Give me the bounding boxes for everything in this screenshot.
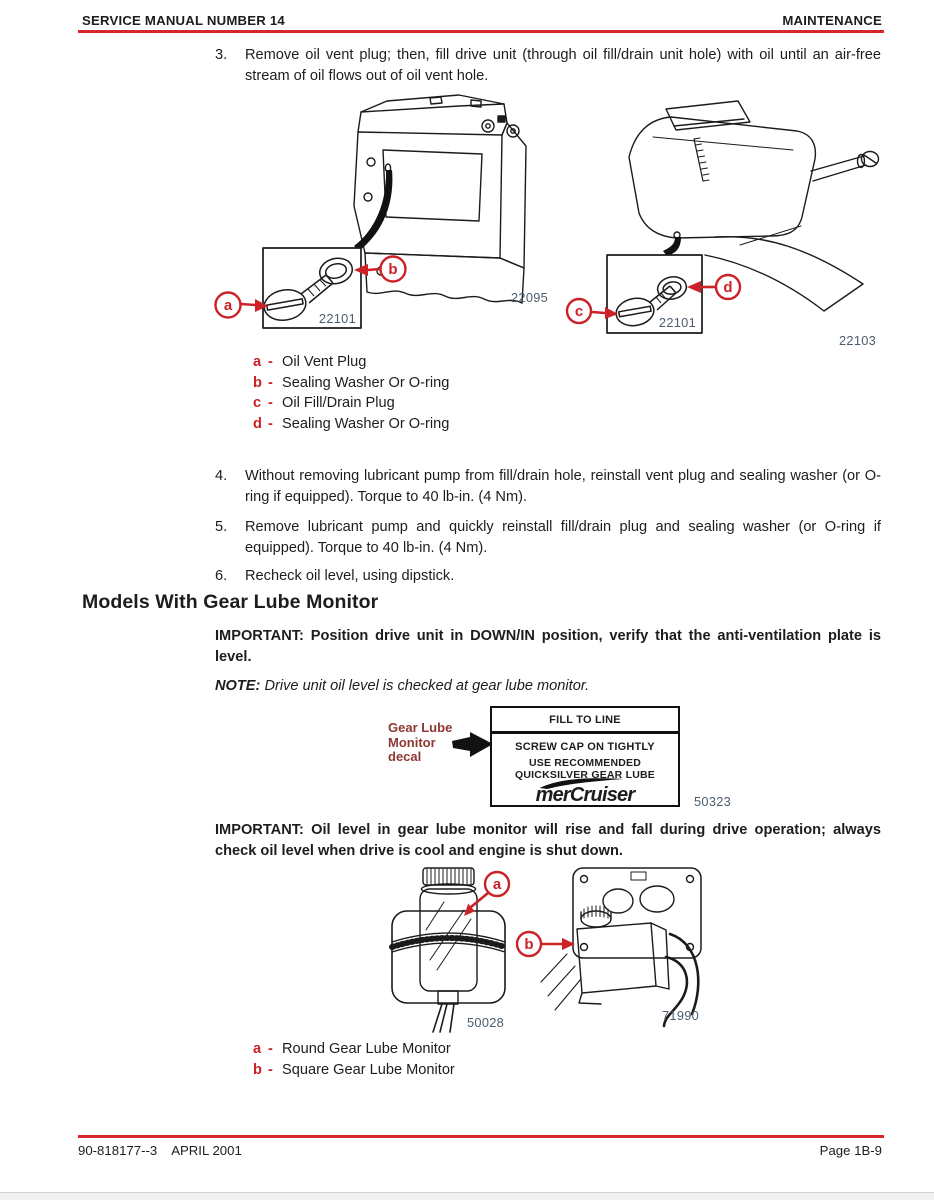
leader-line <box>663 237 681 256</box>
figure-number: 22095 <box>511 290 548 305</box>
footer-doc-number: 90-818177--3 <box>78 1143 158 1158</box>
decal-pointer-arrow-icon <box>452 732 493 757</box>
figure-number-inset: 22101 <box>319 311 356 326</box>
callout-b-badge: b <box>354 255 407 283</box>
note: NOTE: Drive unit oil level is checked at… <box>215 676 881 697</box>
legend-item: d-Sealing Washer Or O-ring <box>253 416 450 433</box>
decal-divider <box>492 731 678 734</box>
legend-item: a-Round Gear Lube Monitor <box>253 1041 451 1057</box>
step-5: 5. Remove lubricant pump and quickly rei… <box>215 519 881 556</box>
figure-number: 71990 <box>662 1008 699 1023</box>
callout-a-badge: a <box>214 291 268 319</box>
section-heading: Models With Gear Lube Monitor <box>82 591 379 613</box>
callout-a-badge: a <box>464 870 511 916</box>
important-note-1: IMPORTANT: Position drive unit in DOWN/I… <box>215 628 881 665</box>
legend-plugs: a-Oil Vent Plug b-Sealing Washer Or O-ri… <box>253 352 449 435</box>
legend-item: b-Sealing Washer Or O-ring <box>253 374 450 391</box>
legend-item: c-Oil Fill/Drain Plug <box>253 395 395 412</box>
logo-wave-icon <box>539 778 624 789</box>
decal-fill-line: FILL TO LINE <box>549 714 621 726</box>
viewport-bottom-edge <box>0 1192 934 1200</box>
svg-text:c: c <box>575 303 583 320</box>
mercruiser-logo: merCruiser <box>492 778 678 807</box>
step-4: 4. Without removing lubricant pump from … <box>215 468 881 505</box>
svg-text:b: b <box>524 936 533 953</box>
legend-item: a-Oil Vent Plug <box>253 354 367 370</box>
footer-date: APRIL 2001 <box>171 1143 242 1158</box>
step-3: 3. Remove oil vent plug; then, fill driv… <box>215 45 881 87</box>
footer-rule <box>78 1135 884 1138</box>
callout-d-badge: d <box>687 273 742 301</box>
decal-cap-line: SCREW CAP ON TIGHTLY <box>515 741 655 753</box>
figure-number: 22103 <box>839 333 876 348</box>
footer-left: 90-818177--3 APRIL 2001 <box>78 1143 242 1158</box>
decal-pointer-label: Gear Lube Monitor decal <box>388 720 453 764</box>
figure-square-monitor-illustration: b 71990 <box>515 867 702 1028</box>
legend-monitors: a-Round Gear Lube Monitor b-Square Gear … <box>253 1039 455 1080</box>
important-note-2: IMPORTANT: Oil level in gear lube monito… <box>215 822 881 859</box>
figure-number: 50028 <box>467 1015 504 1030</box>
header-right-title: MAINTENANCE <box>782 13 882 28</box>
decal-use-line: USE RECOMMENDED <box>528 757 642 769</box>
callout-c-badge: c <box>565 297 618 325</box>
gear-lube-monitor-decal: FILL TO LINE SCREW CAP ON TIGHTLY USE RE… <box>490 706 680 807</box>
note-text: Drive unit oil level is checked at gear … <box>260 678 590 694</box>
svg-text:a: a <box>493 876 502 893</box>
step-text: Remove oil vent plug; then, fill drive u… <box>245 47 881 84</box>
legend-item: b-Square Gear Lube Monitor <box>253 1061 455 1078</box>
figure-gearcase-illustration: c d 22101 22103 <box>565 100 880 348</box>
callout-b-badge: b <box>515 930 575 958</box>
footer-page-number: Page 1B-9 <box>819 1143 882 1158</box>
inset-plug-and-oring <box>606 254 703 334</box>
leader-line <box>354 170 393 251</box>
figure-number-inset: 22101 <box>659 315 696 330</box>
figure-number: 50323 <box>694 794 732 809</box>
header-left-title: SERVICE MANUAL NUMBER 14 <box>82 13 285 28</box>
decal-lube-line: QUICKSILVER GEAR LUBE <box>515 768 655 781</box>
figure-round-monitor-illustration: a 50028 <box>389 867 511 1033</box>
svg-text:a: a <box>224 297 233 314</box>
figure-drive-unit-illustration: a b 22101 22095 <box>214 94 548 329</box>
step-6: 6. Recheck oil level, using dipstick. <box>215 568 455 584</box>
svg-text:d: d <box>723 279 732 296</box>
step-number: 3. <box>215 47 228 63</box>
inset-plug-and-oring <box>262 247 362 329</box>
header-rule <box>78 30 884 33</box>
svg-text:b: b <box>388 261 397 278</box>
note-label: NOTE: <box>215 678 261 694</box>
